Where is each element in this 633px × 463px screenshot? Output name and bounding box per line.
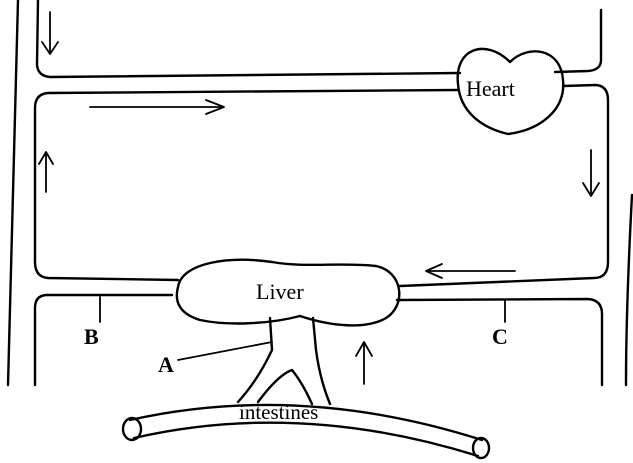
arrow-right-top-icon (90, 100, 224, 114)
intestines-tube-bottom (134, 423, 478, 456)
intestines-right-end (473, 438, 489, 458)
intestines-label: intestines (239, 400, 318, 424)
vessel-heart-to-right (400, 85, 608, 286)
arrow-up-portal-icon (356, 342, 372, 384)
intestines-left-end (123, 418, 141, 440)
arrow-up-left-icon (39, 152, 53, 192)
liver-label: Liver (256, 279, 304, 304)
label-c: C (492, 324, 508, 349)
heart-label: Heart (466, 76, 515, 101)
right-outer-line (626, 195, 632, 385)
arrow-left-liver-icon (426, 264, 515, 278)
arrow-down-top-left-icon (42, 12, 58, 54)
label-b: B (84, 324, 99, 349)
vessel-left-lower (35, 295, 172, 385)
portal-vessel-right (313, 318, 330, 404)
portal-vessel-fork (258, 370, 312, 404)
vessel-heart-to-left-top (35, 90, 458, 280)
left-outer-line (8, 0, 18, 385)
pointer-a (178, 342, 272, 360)
left-inner-line-top (37, 0, 460, 77)
label-a: A (158, 352, 174, 377)
arrow-down-right-icon (583, 150, 599, 196)
right-inner-line-top (555, 10, 601, 72)
